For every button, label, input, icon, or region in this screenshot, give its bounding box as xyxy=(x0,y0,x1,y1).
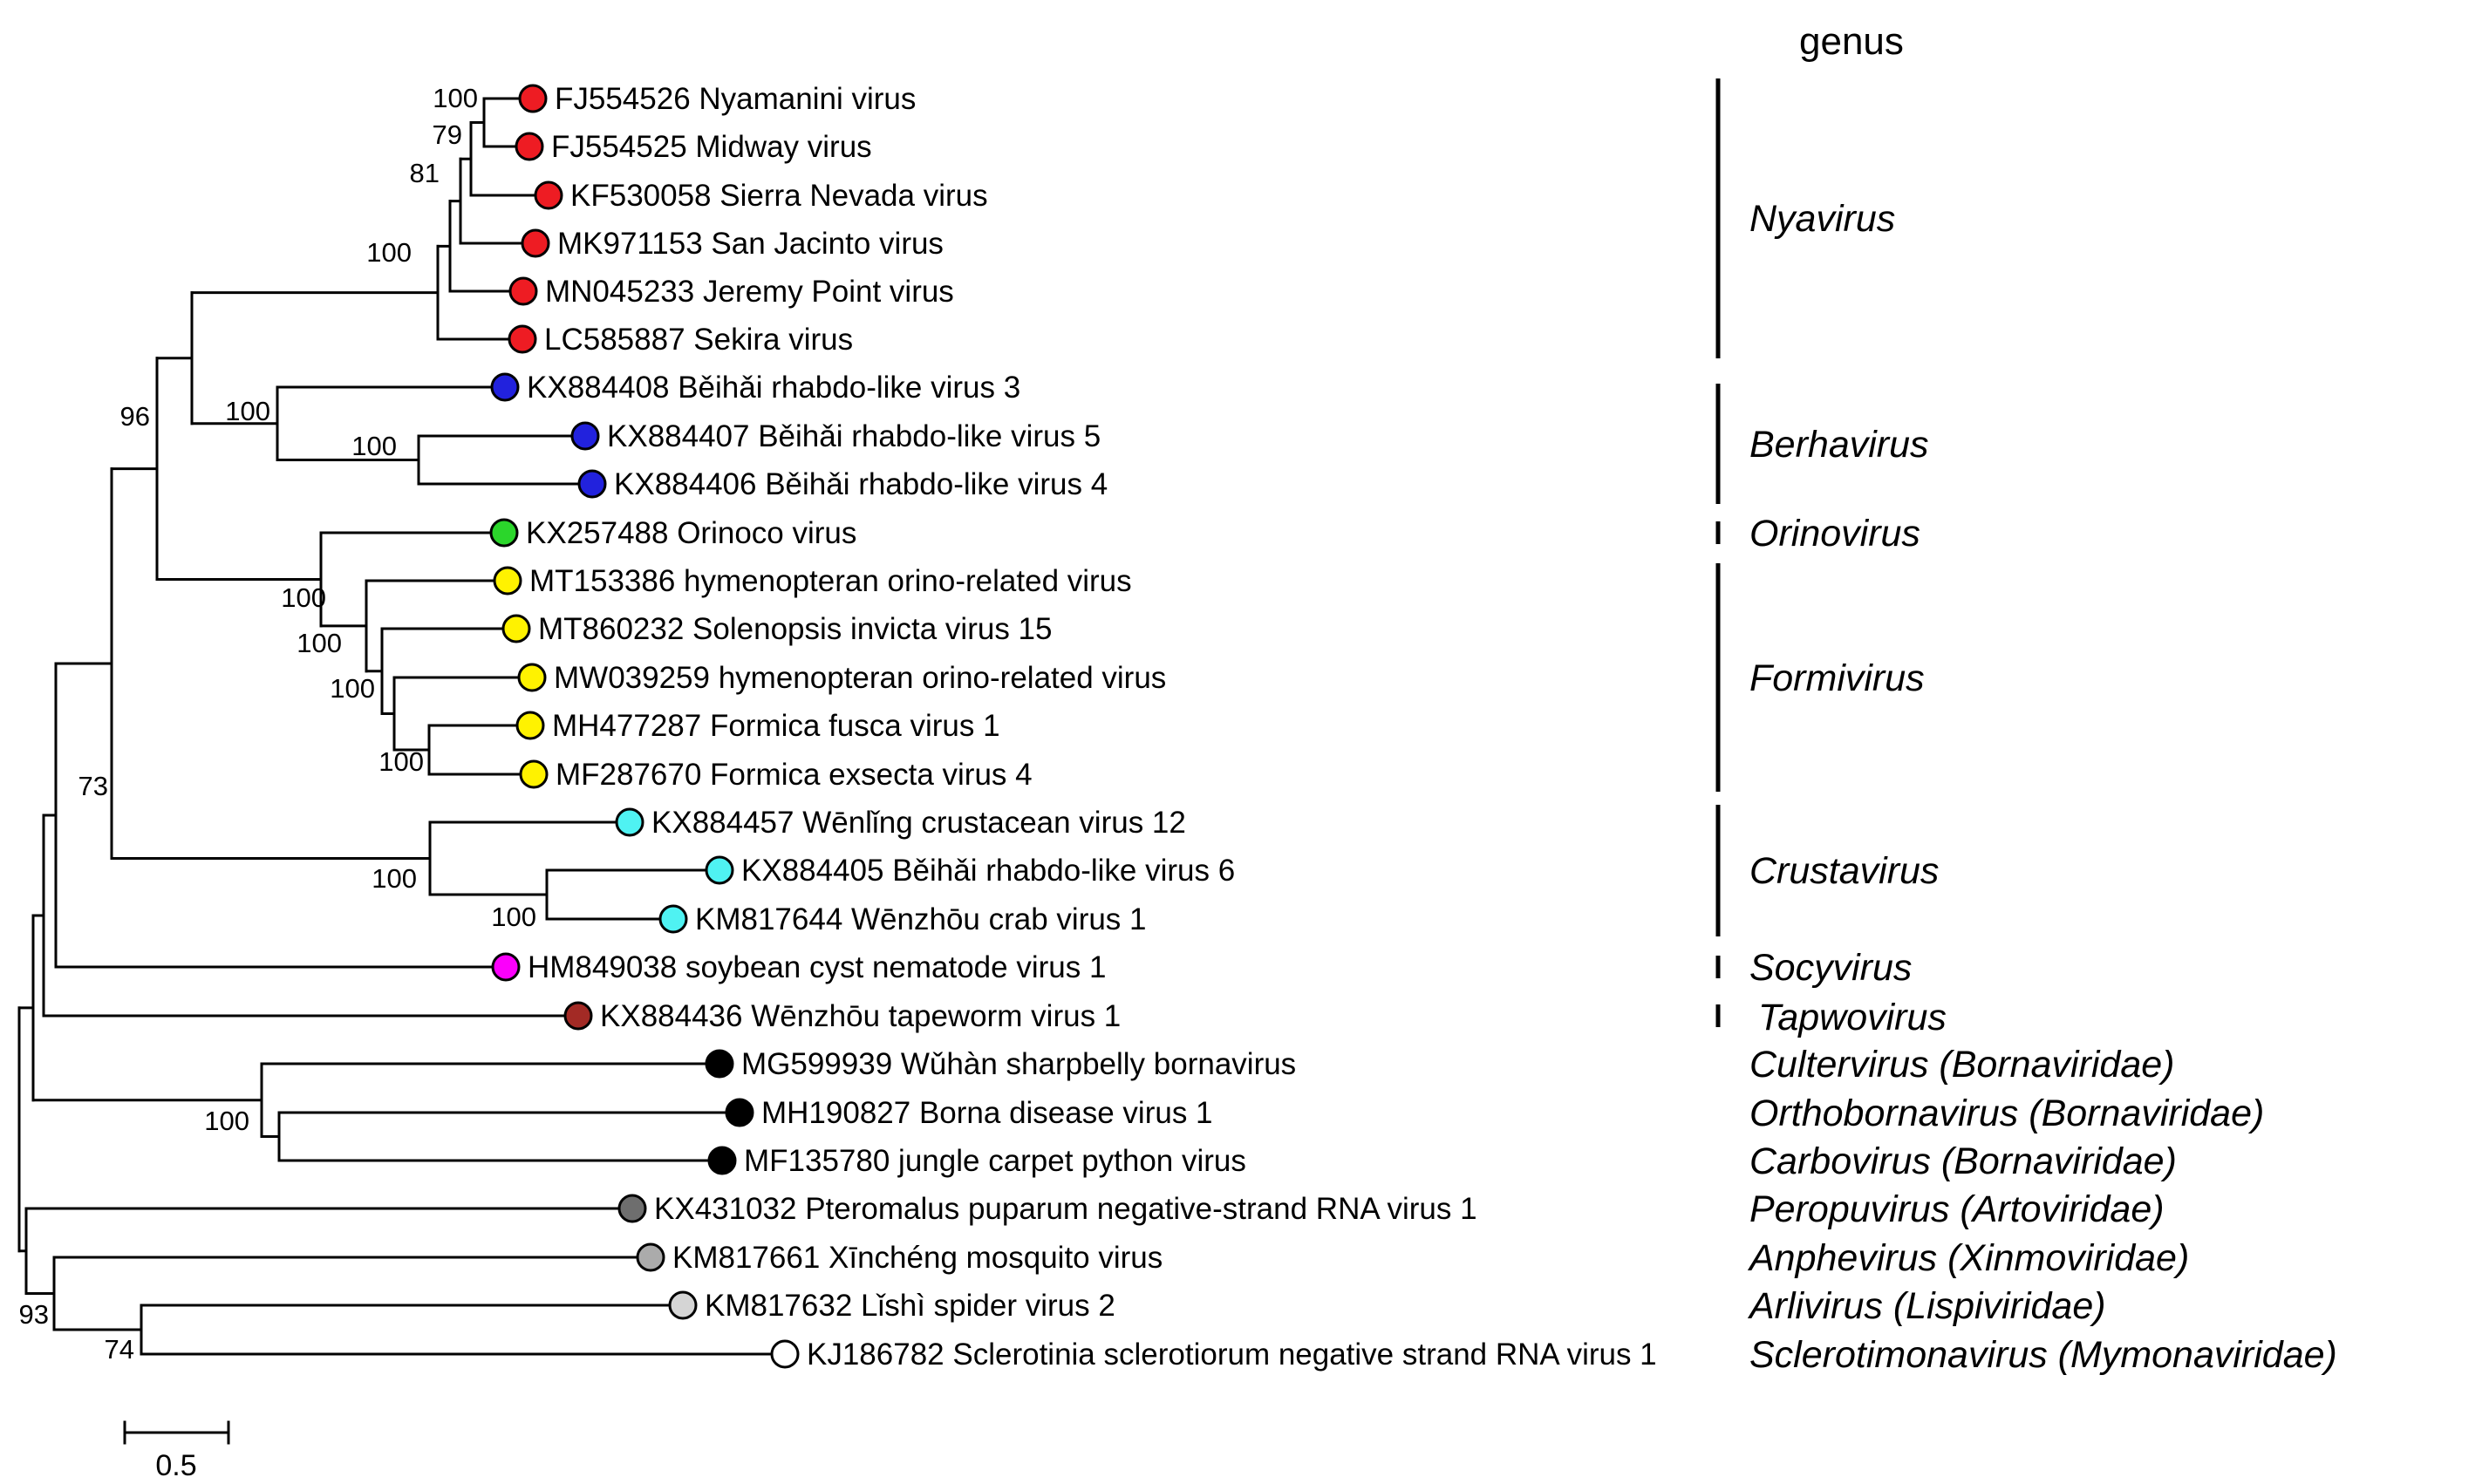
tip-label: KX884436 Wēnzhōu tapeworm virus 1 xyxy=(600,999,1121,1033)
tip-label: MH190827 Borna disease virus 1 xyxy=(761,1096,1213,1130)
bootstrap-support-value: 100 xyxy=(297,628,342,658)
tip-marker-circle xyxy=(493,566,522,596)
bootstrap-support-value: 100 xyxy=(491,902,536,932)
tip-label: LC585887 Sekira virus xyxy=(544,323,853,357)
genus-label: Carbovirus (Bornaviridae) xyxy=(1749,1140,2177,1182)
tip-marker-circle xyxy=(615,807,644,837)
genus-label: Formivirus xyxy=(1749,657,1925,699)
tip-label: MF135780 jungle carpet python virus xyxy=(744,1144,1246,1178)
bootstrap-support-value: 100 xyxy=(330,673,375,704)
bootstrap-support-value: 100 xyxy=(204,1106,249,1136)
bootstrap-support-value: 73 xyxy=(78,771,108,801)
bootstrap-support-value: 93 xyxy=(19,1299,49,1330)
tip-label: MH477287 Formica fusca virus 1 xyxy=(552,709,1000,743)
tip-marker-circle xyxy=(508,324,537,354)
tip-marker-circle xyxy=(770,1339,800,1369)
tip-marker-circle xyxy=(658,904,688,934)
tip-label: KJ186782 Sclerotinia sclerotiorum negati… xyxy=(807,1338,1657,1372)
tip-marker-circle xyxy=(707,1146,737,1175)
tip-label: MW039259 hymenopteran orino-related viru… xyxy=(554,661,1166,695)
tip-marker-circle xyxy=(563,1001,593,1031)
tip-label: MG599939 Wǔhàn sharpbelly bornavirus xyxy=(741,1047,1296,1081)
tip-marker-circle xyxy=(668,1290,698,1320)
tip-marker-circle xyxy=(577,469,607,499)
genus-label: Arlivirus (Lispiviridae) xyxy=(1747,1285,2106,1327)
tip-label: FJ554525 Midway virus xyxy=(551,130,872,164)
bootstrap-support-value: 100 xyxy=(281,582,326,613)
bootstrap-support-value: 100 xyxy=(366,237,412,268)
support-values: 100 79 81 100 100 100 100 100 100 100 96 100 100 73 10… xyxy=(19,83,536,1365)
genus-label: Cultervirus (Bornaviridae) xyxy=(1749,1044,2175,1086)
bootstrap-support-value: 100 xyxy=(433,83,478,113)
tip-marker-circle xyxy=(508,276,538,306)
tip-label: KX884406 Běihǎi rhabdo-like virus 4 xyxy=(614,467,1108,501)
tree-branches xyxy=(17,97,787,1356)
tip-marker-circle xyxy=(705,855,734,885)
tip-label: KX257488 Orinoco virus xyxy=(526,516,856,550)
genus-label: Berhavirus xyxy=(1749,424,1929,466)
genus-column-header: genus xyxy=(1799,20,1904,63)
bootstrap-support-value: 100 xyxy=(372,863,417,894)
bootstrap-support-value: 100 xyxy=(225,396,270,426)
tip-label: MF287670 Formica exsecta virus 4 xyxy=(556,758,1033,792)
genus-label: Orthobornavirus (Bornaviridae) xyxy=(1749,1093,2264,1134)
tip-label: KX431032 Pteromalus puparum negative-str… xyxy=(654,1192,1477,1226)
tip-label: KF530058 Sierra Nevada virus xyxy=(570,179,988,213)
scale-bar: 0.5 xyxy=(123,1420,230,1482)
bootstrap-support-value: 100 xyxy=(378,746,424,777)
tip-label: HM849038 soybean cyst nematode virus 1 xyxy=(528,950,1106,984)
tip-label: KX884405 Běihǎi rhabdo-like virus 6 xyxy=(741,854,1235,888)
genus-label: Crustavirus xyxy=(1749,850,1939,892)
genus-label: Tapwovirus xyxy=(1758,997,1947,1038)
tip-label: KM817661 Xīnchéng mosquito virus xyxy=(672,1241,1163,1275)
tip-marker-circle xyxy=(521,228,550,258)
bootstrap-support-value: 79 xyxy=(433,119,462,150)
tip-marker-circle xyxy=(517,663,547,692)
tip-marker-circle xyxy=(617,1194,647,1223)
genus-label: Socyvirus xyxy=(1749,947,1912,989)
tip-marker-circle xyxy=(489,518,519,548)
genus-label: Nyavirus xyxy=(1749,198,1895,240)
tip-label: FJ554526 Nyamanini virus xyxy=(555,82,916,116)
tip-marker-circle xyxy=(519,759,549,789)
bootstrap-support-value: 100 xyxy=(351,431,397,461)
tip-marker-circle xyxy=(518,84,548,113)
bootstrap-support-value: 74 xyxy=(105,1334,134,1365)
tip-label: MN045233 Jeremy Point virus xyxy=(545,275,954,309)
bootstrap-support-value: 81 xyxy=(410,158,440,188)
tip-label: KM817644 Wēnzhōu crab virus 1 xyxy=(695,902,1147,936)
tip-marker-circle xyxy=(705,1049,734,1079)
tip-label: KM817632 Lǐshì spider virus 2 xyxy=(705,1289,1115,1323)
scale-bar-label: 0.5 xyxy=(155,1449,196,1480)
bootstrap-support-value: 96 xyxy=(120,401,150,432)
tip-label: MT860232 Solenopsis invicta virus 15 xyxy=(538,612,1052,646)
tip-marker-circle xyxy=(490,372,520,402)
tip-marker-circle xyxy=(570,421,600,451)
tip-marker-circle xyxy=(725,1098,754,1127)
genus-label: Sclerotimonavirus (Mymonaviridae) xyxy=(1749,1334,2337,1376)
genus-label: Orinovirus xyxy=(1749,513,1920,555)
tip-label: KX884407 Běihǎi rhabdo-like virus 5 xyxy=(607,419,1101,453)
tip-label: MT153386 hymenopteran orino-related viru… xyxy=(529,564,1132,598)
tip-marker-circle xyxy=(534,180,563,210)
tip-marker-circle xyxy=(515,711,545,740)
tip-label: KX884457 Wēnlǐng crustacean virus 12 xyxy=(651,806,1186,840)
tip-marker-circle xyxy=(501,614,531,643)
tip-marker-circle xyxy=(515,132,544,161)
genus-label: Peropuvirus (Artoviridae) xyxy=(1749,1188,2165,1230)
tip-label: MK971153 San Jacinto virus xyxy=(557,227,944,261)
tip-marker-circle xyxy=(491,952,521,982)
genus-label: Anphevirus (Xinmoviridae) xyxy=(1747,1237,2189,1279)
tip-marker-circle xyxy=(636,1242,665,1272)
genus-column: genusNyavirusBerhavirusOrinovirusFormivi… xyxy=(1715,20,2337,1376)
tip-label: KX884408 Běihǎi rhabdo-like virus 3 xyxy=(527,371,1020,405)
